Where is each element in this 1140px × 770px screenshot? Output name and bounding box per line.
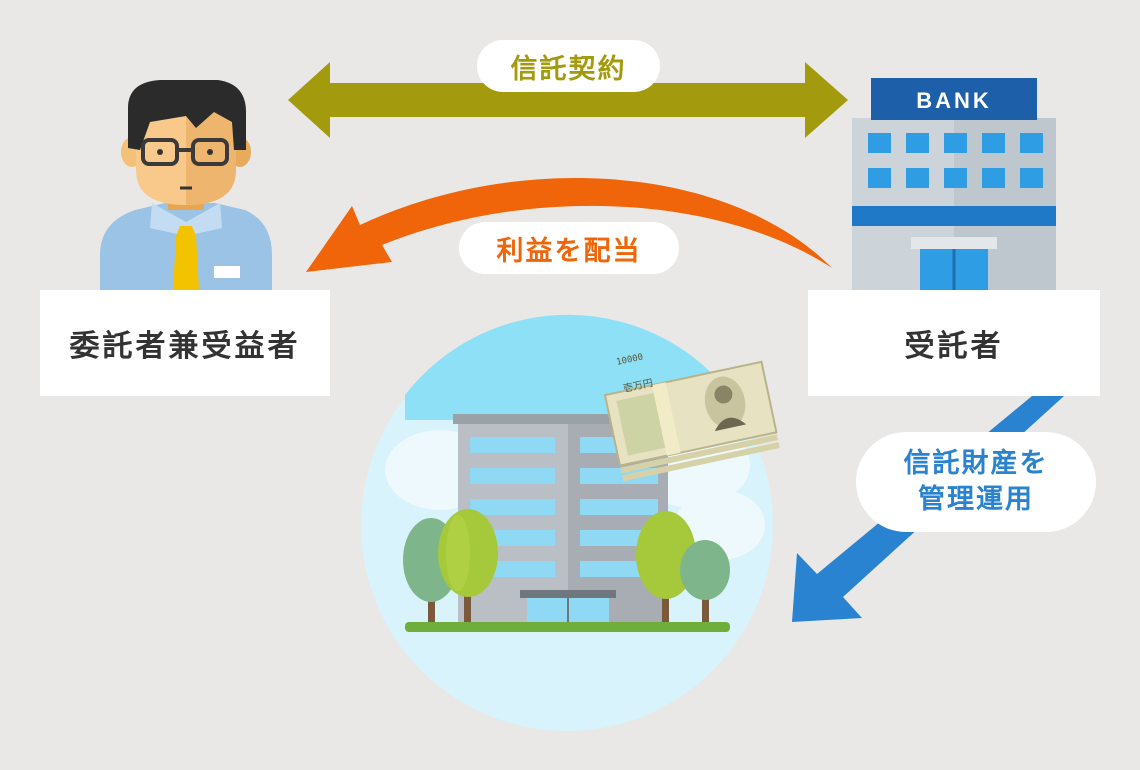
trustee-box: 受託者 — [808, 290, 1100, 396]
ground-strip — [405, 622, 730, 632]
profit-distribution-text: 利益を配当 — [496, 235, 642, 267]
bank-building-icon — [852, 78, 1056, 290]
trustee-text: 受託者 — [904, 329, 1004, 364]
trust-contract-label: 信託契約 — [477, 40, 660, 92]
settlor-beneficiary-box: 委託者兼受益者 — [40, 290, 330, 396]
tree-icon-left — [403, 509, 498, 630]
settlor-beneficiary-text: 委託者兼受益者 — [69, 329, 301, 364]
tree-icon-right — [636, 511, 730, 630]
bank-sign-text: BANK — [916, 88, 992, 113]
trust-contract-text: 信託契約 — [510, 53, 627, 85]
manage-line2-text: 管理運用 — [918, 484, 1034, 515]
contract-double-arrow — [288, 62, 848, 138]
person-icon — [100, 80, 272, 290]
manage-line1-text: 信託財産を — [903, 448, 1049, 479]
manage-operate-label: 信託財産を 管理運用 — [856, 432, 1096, 532]
profit-distribution-label: 利益を配当 — [459, 222, 679, 274]
profit-curved-arrow — [306, 177, 832, 272]
